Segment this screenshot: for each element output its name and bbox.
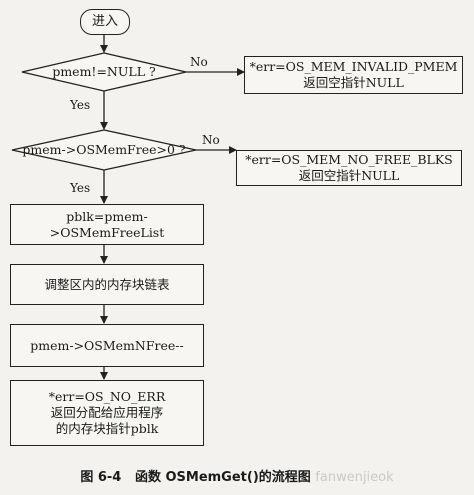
- step3-box: pmem->OSMemNFree--: [10, 324, 204, 367]
- caption-title: 函数 OSMemGet()的流程图: [134, 470, 311, 485]
- step2-label: 调整区内的内存块链表: [44, 276, 170, 292]
- decision2-label: pmem->OSMemFree>0 ?: [22, 142, 186, 157]
- decision2-no-label: No: [202, 133, 220, 147]
- figure-caption: 图 6-4 函数 OSMemGet()的流程图 fanwenjieok: [0, 466, 474, 485]
- step3-label: pmem->OSMemNFree--: [30, 337, 184, 353]
- decision1-no-label: No: [190, 55, 208, 69]
- step4-line1: *err=OS_NO_ERR: [48, 389, 166, 404]
- step4-box: *err=OS_NO_ERR 返回分配给应用程序 的内存块指针pblk: [10, 380, 204, 446]
- step1-box: pblk=pmem->OSMemFreeList: [10, 204, 204, 245]
- error2-box: *err=OS_MEM_NO_FREE_BLKS 返回空指针NULL: [236, 150, 462, 186]
- watermark: fanwenjieok: [315, 470, 394, 485]
- error2-line2: 返回空指针NULL: [298, 168, 400, 183]
- start-label: 进入: [91, 14, 118, 29]
- start-terminal: 进入: [80, 9, 130, 35]
- step1-label: pblk=pmem->OSMemFreeList: [49, 208, 165, 240]
- step2-box: 调整区内的内存块链表: [10, 264, 204, 305]
- step4-line3: 的内存块指针pblk: [55, 421, 159, 436]
- error1-line1: *err=OS_MEM_INVALID_PMEM: [249, 59, 458, 74]
- error1-box: *err=OS_MEM_INVALID_PMEM 返回空指针NULL: [244, 56, 463, 94]
- error1-line2: 返回空指针NULL: [303, 75, 404, 90]
- decision1-label: pmem!=NULL ?: [52, 64, 156, 79]
- step4-line2: 返回分配给应用程序: [50, 405, 164, 420]
- decision2-yes-label: Yes: [70, 181, 91, 195]
- error2-line1: *err=OS_MEM_NO_FREE_BLKS: [245, 152, 453, 167]
- caption-label: 图 6-4: [80, 470, 122, 485]
- decision1-yes-label: Yes: [70, 98, 91, 112]
